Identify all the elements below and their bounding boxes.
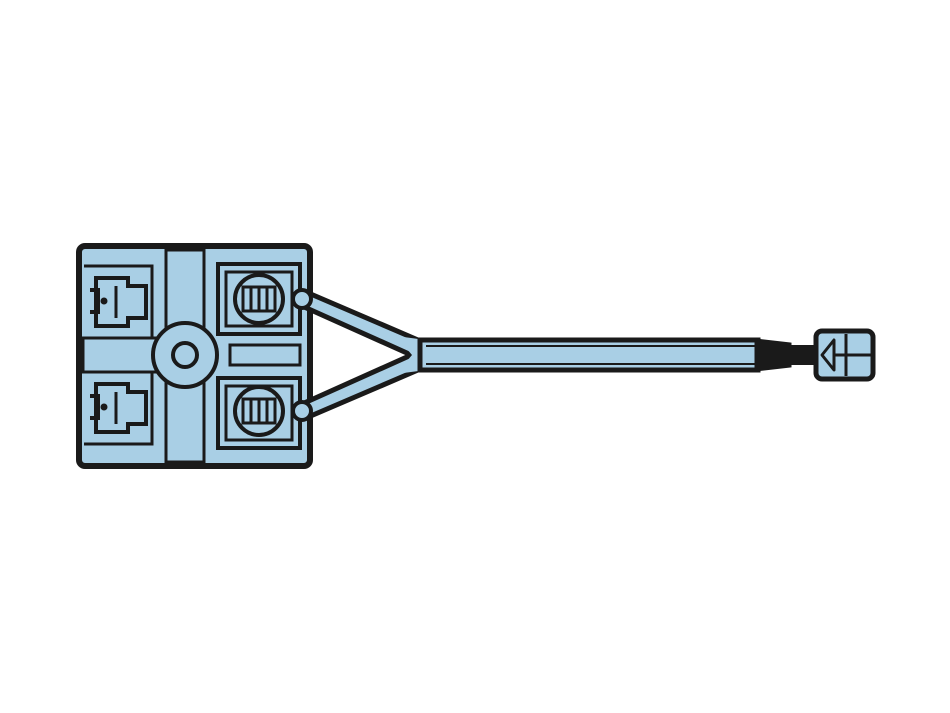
jack-socket-icon — [94, 382, 148, 434]
eyelet-icon — [291, 400, 313, 422]
cable-jacket — [417, 337, 761, 373]
modular-plug — [813, 328, 876, 382]
left-jack-top — [84, 264, 154, 340]
jack-socket-icon — [94, 276, 148, 328]
left-jack-bottom — [84, 370, 154, 446]
wire-top — [299, 289, 421, 361]
cable-boot — [786, 345, 820, 365]
right-jack-top — [216, 262, 302, 336]
center-slot-right — [228, 343, 302, 367]
right-jack-bottom — [216, 376, 302, 450]
wire-bottom — [299, 349, 421, 421]
eyelet-icon — [291, 288, 313, 310]
screw-hole-icon — [171, 341, 199, 369]
output-cable — [417, 337, 820, 373]
